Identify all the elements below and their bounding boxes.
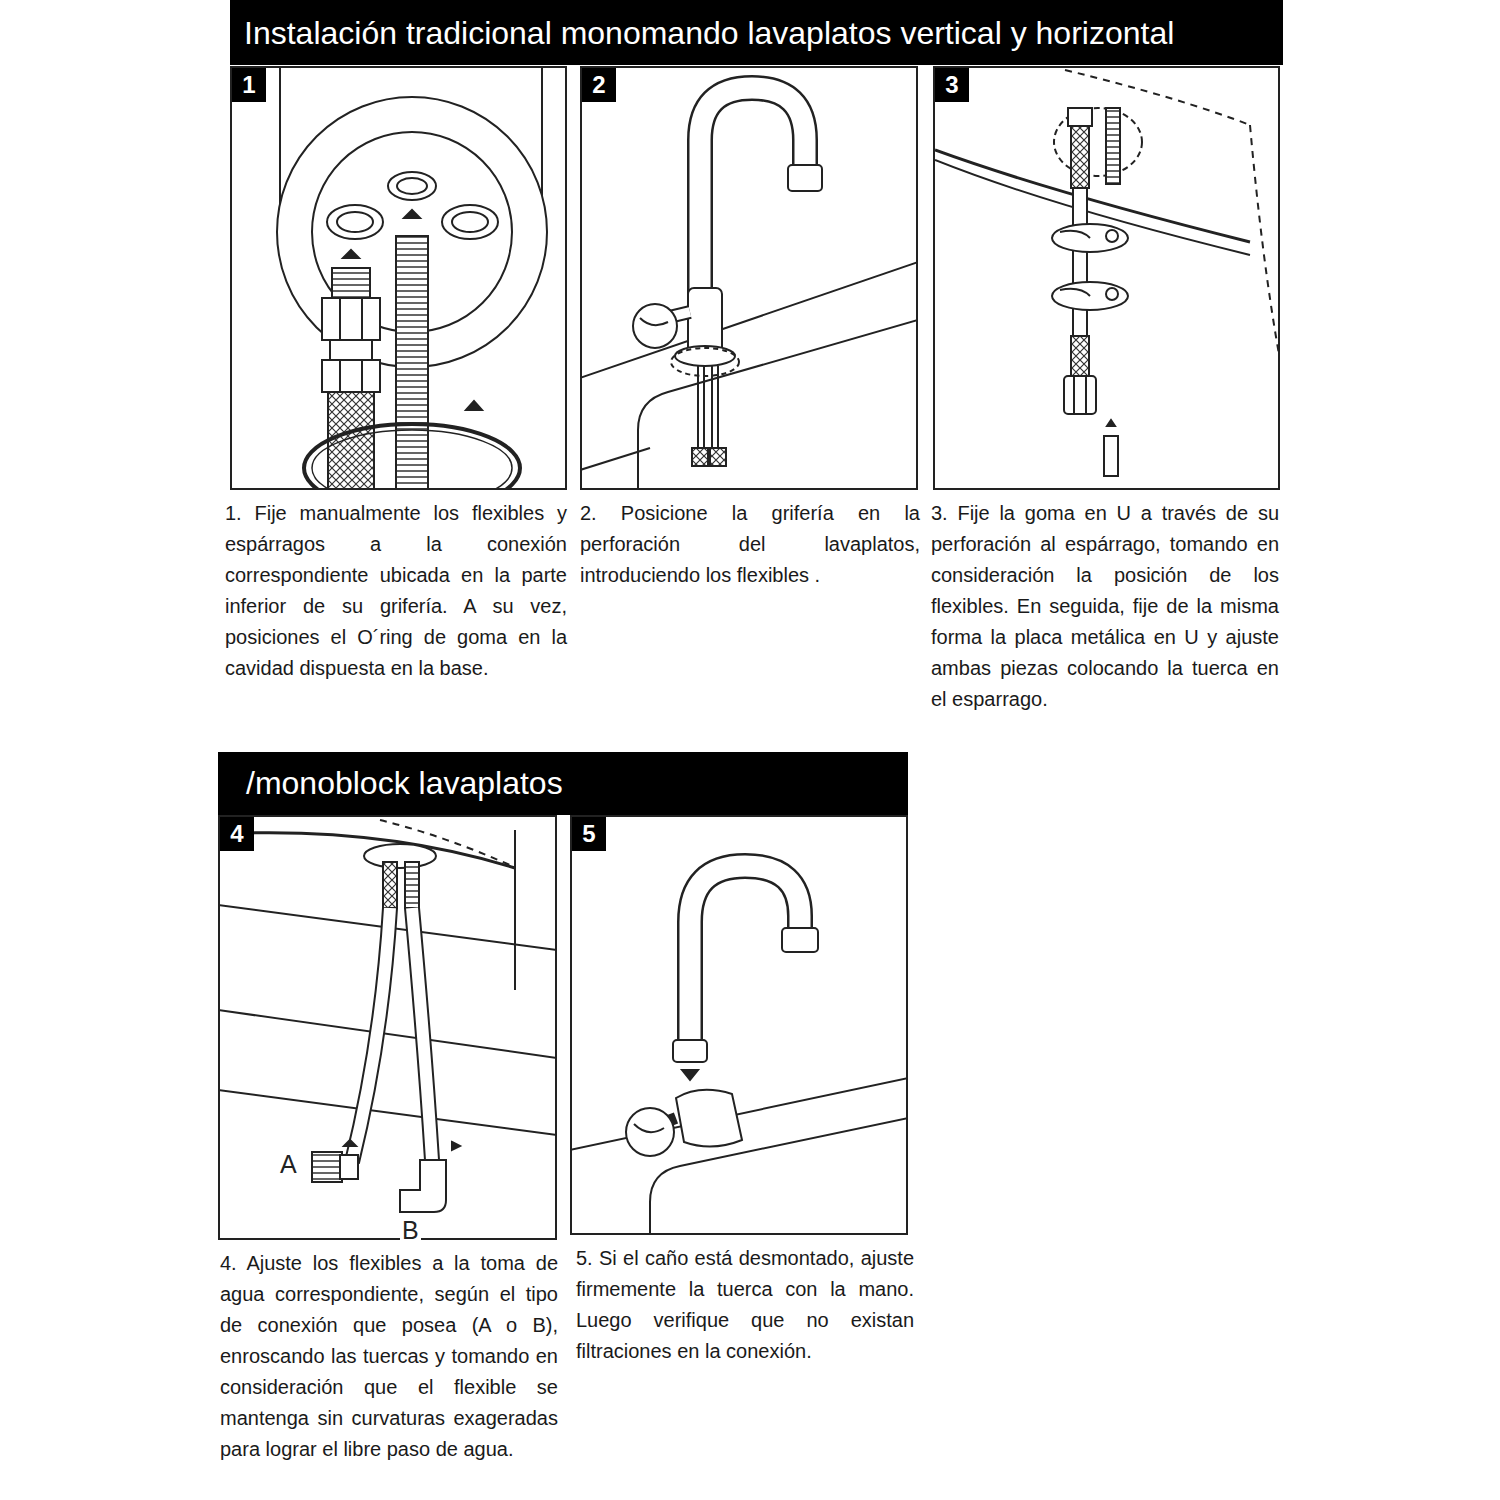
panel-1-art xyxy=(277,68,547,488)
step-caption: 5. Si el caño está desmontado, ajuste fi… xyxy=(576,1243,914,1367)
panel-5-art xyxy=(572,866,906,1233)
panel-2-art xyxy=(582,88,916,488)
panel-3-art xyxy=(935,70,1278,476)
section-title: /monoblock lavaplatos xyxy=(246,764,563,802)
step-number: 1 xyxy=(232,68,266,102)
step-panel: 44. Ajuste los flexibles a la toma de ag… xyxy=(218,815,557,1240)
panel-4-art xyxy=(220,820,555,1212)
step-panel: 11. Fije manualmente los flexibles y esp… xyxy=(230,66,567,490)
step-number: 5 xyxy=(572,817,606,851)
section-band: /monoblock lavaplatos xyxy=(218,752,908,815)
step-caption: 4. Ajuste los flexibles a la toma de agu… xyxy=(220,1248,558,1465)
title-band: Instalación tradicional monomando lavapl… xyxy=(230,0,1283,65)
step-panel: 22. Posicione la grifería en la perforac… xyxy=(580,66,918,490)
step-panel: 33. Fije la goma en U a través de su per… xyxy=(933,66,1280,490)
title-text: Instalación tradicional monomando lavapl… xyxy=(244,14,1174,51)
step-caption: 3. Fije la goma en U a través de su perf… xyxy=(931,498,1279,715)
step-caption: 1. Fije manualmente los flexibles y espá… xyxy=(225,498,567,684)
step-number: 3 xyxy=(935,68,969,102)
connection-letter: B xyxy=(400,1216,421,1244)
step-caption: 2. Posicione la grifería en la perforaci… xyxy=(580,498,920,591)
step-number: 4 xyxy=(220,817,254,851)
step-number: 2 xyxy=(582,68,616,102)
step-panel: 55. Si el caño está desmontado, ajuste f… xyxy=(570,815,908,1235)
connection-letter: A xyxy=(278,1150,299,1178)
